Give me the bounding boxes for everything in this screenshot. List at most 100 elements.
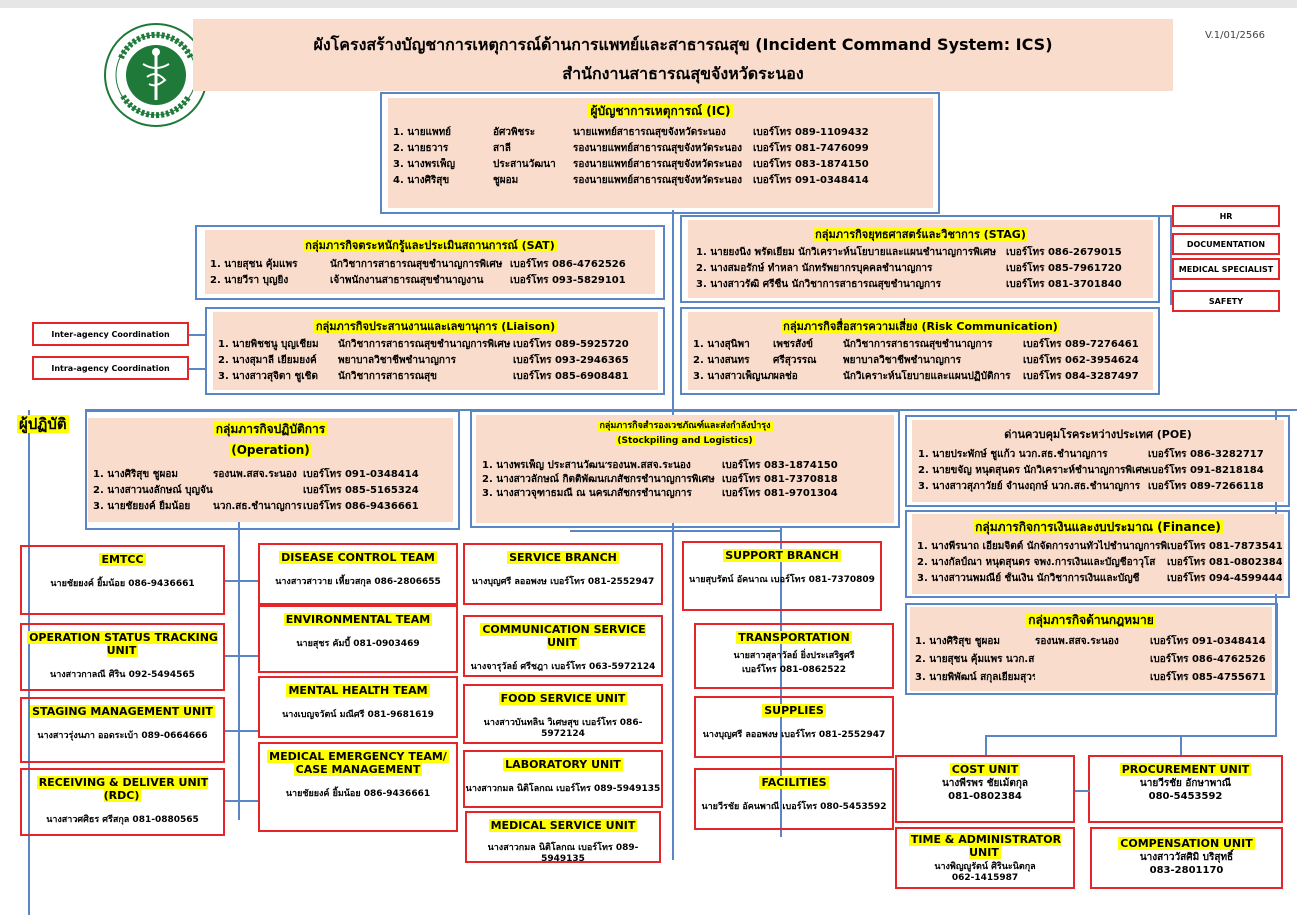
cost-procurement-connector [1075,790,1090,792]
member-row: 1. นายประพักษ์ ชูแก้ว นวก.สธ.ชำนาญการเบอ… [918,448,1278,461]
member-cell: 3. นางสาวสุภาวัยย์ จำนงฤกษ์ นวก.สธ.ชำนาญ… [918,481,1141,492]
liaison-frame [205,307,665,395]
operation-title: กลุ่มภารกิจปฏิบัติการ [213,422,328,436]
unit-support-branch: SUPPORT BRANCH นายสุบรัตน์ อัคนาณ เบอร์โ… [682,541,882,611]
op-connector [238,520,240,820]
unit-transportation: TRANSPORTATION นายสาวสุลาวัลย์ ยิ่งประเส… [694,623,894,689]
member-cell: 3. นางพรเพ็ญ [393,159,456,170]
member-row: 4. นางศิริสุขชูผอมรองนายแพทย์สาธารณสุขจั… [393,174,883,187]
member-cell: เบอร์โทร 091-0348414 [753,175,869,186]
member-row: 1. นายพิชชนู บุญเชียมนักวิชาการสาธารณสุข… [218,338,653,351]
stag-box: กลุ่มภารกิจยุทธศาสตร์และวิชาการ (STAG) 1… [688,220,1153,298]
unit-compensation: COMPENSATION UNIT นางสาววัสศิมิ บริสุทธิ… [1090,827,1283,889]
stag-title: กลุ่มภารกิจยุทธศาสตร์และวิชาการ (STAG) [813,228,1028,241]
member-row: 2. นายธวารสาลีรองนายแพทย์สาธารณสุขจังหวั… [393,142,883,155]
member-row: 1. นางสุนิพาเพชรสังข์นักวิชาการสาธารณสุข… [693,338,1153,351]
title-band [193,19,1173,91]
member-cell: เบอร์โทร 091-8218184 [1148,465,1264,476]
member-row: 2. นายขจัญ หนุดสุนดร นักวิเคราะห์ชำนาญกา… [918,464,1278,477]
member-row: 2. นางสาวนงลักษณ์ บุญจันทร์ นักวิเคราะห์… [93,484,423,497]
member-cell: เบอร์โทร 089-7266118 [1148,481,1264,492]
finance-title: กลุ่มภารกิจการเงินและงบประมาณ (Finance) [973,520,1223,534]
emtcc-connector [225,580,260,582]
member-cell: เบอร์โทร 062-3954624 [1023,355,1139,366]
unit-rdc: RECEIVING & DELIVER UNIT (RDC) นางสาวศศิ… [20,768,225,836]
side-hr: HR [1172,205,1280,227]
member-row: 2. นางสุมาลี เยี่ยมยงค์พยาบาลวิชาชีพชำนา… [218,354,653,367]
member-cell: เบอร์โทร 085-5165324 [303,485,419,496]
member-cell: เบอร์โทร 083-1874150 [722,460,838,471]
ic-box: ผู้บัญชาการเหตุการณ์ (IC) 1. นายแพทย์อัศ… [388,98,933,208]
operation-frame [85,410,460,530]
operation-box: กลุ่มภารกิจปฏิบัติการ (Operation) 1. นาง… [88,418,453,522]
member-cell: เบอร์โทร 085-4755671 [1150,672,1266,683]
member-row: 3. นางสาวสุจิตา ชูเชิดนักวิชาการสาธารณสุ… [218,370,653,383]
finance-frame [905,510,1290,598]
member-cell: เบอร์โทร 084-3287497 [1023,371,1139,382]
rdc-connector [225,800,260,802]
unit-environmental: ENVIRONMENTAL TEAM นายสุชร คัมบี้ 081-09… [258,605,458,673]
member-cell: รองนพ.สสจ.ระนอง [1035,636,1119,647]
member-cell: 2. นางสมอรักษ์ ทำหลา นักทรัพยากรบุคคลชำน… [696,263,933,274]
member-row: 1. นางศิริสุข ชูผอมรองนพ.สสจ.ระนองเบอร์โ… [915,635,1270,648]
member-cell: สาลี [493,143,511,154]
risk-frame [680,307,1160,395]
member-cell: นักวิชาการสาธารณสุขชำนาญการพิเศษ [338,339,511,350]
member-row: 3. นางสาวจุฑาธมณี ณ นครเภสัชกรชำนาญการเบ… [482,487,852,500]
main-connector [672,210,674,860]
member-cell: เภสัชกรชำนาญการพิเศษ [607,474,715,485]
liaison-title: กลุ่มภารกิจประสานงานและเลขานุการ (Liaiso… [313,320,558,333]
logistics-frame [470,410,900,528]
member-cell: 2. นายสุชน คุ้มแพร นวก.สธ.ชำนาญการพิเศษ [915,654,1035,665]
member-row: 3. นายชัยยงค์ ยิ้มน้อยนวก.สธ.ชำนาญการเบอ… [93,500,423,513]
sat-box: กลุ่มภารกิจตระหนักรู้และประเมินสถานการณ์… [205,230,655,294]
member-cell: เภสัชกรชำนาญการ [607,488,692,499]
logistics-subtitle: (Stockpiling and Logistics) [615,436,755,446]
member-row: 2. นางสาวลักษณ์ กิตติพัฒนการเภสัชกรชำนาญ… [482,473,852,486]
member-cell: 2. นายวีรา บุญยิ่ง [210,275,289,286]
side-intra-agency: Intra-agency Coordination [32,356,189,380]
poe-frame [905,415,1290,507]
member-cell: เบอร์โทร 085-6908481 [513,371,629,382]
member-cell: เบอร์โทร 081-9701304 [722,488,838,499]
member-cell: นายแพทย์สาธารณสุขจังหวัดระนอง [573,127,726,138]
member-cell: เบอร์โทร 089-5925720 [513,339,629,350]
unit-emtcc: EMTCC นายชัยยงค์ ยิ้มน้อย 086-9436661 [20,545,225,615]
member-cell: รองนพ.สสจ.ระนอง [213,469,297,480]
member-cell [213,484,303,497]
legal-title: กลุ่มภารกิจด้านกฎหมาย [1026,613,1156,627]
member-cell: รองนายแพทย์สาธารณสุขจังหวัดระนอง [573,159,742,170]
member-cell: เบอร์โทร 081-0802384 [1167,557,1282,568]
poe-title: ด่านควบคุมโรคระหว่างประเทศ (POE) [1004,428,1192,441]
member-cell: 2. นางสาวลักษณ์ กิตติพัฒนการ [482,474,607,485]
member-row: 2. นางกัลป์ณา หนุดสุนดร จพง.การเงินและบั… [917,556,1282,569]
member-cell: นักวิเคราะห์นโยบายและแผนปฏิบัติการ [843,371,1011,382]
member-cell: 1. นายยงนิ่ง พรัดเยี่ยม นักวิเคราะห์นโยบ… [696,247,997,258]
unit-mental-health: MENTAL HEALTH TEAM นางเบญจวัตน์ มณีศรี 0… [258,676,458,738]
unit-time-admin: TIME & ADMINISTRATOR UNIT นางพิญญูรัตน์ … [895,827,1075,889]
member-cell: อัศวพิชระ [493,127,536,138]
unit-laboratory: LABORATORY UNIT นางสาวกมล นิติโลกณ เบอร์… [463,750,663,808]
unit-disease-control: DISEASE CONTROL TEAM นางสาวสาวาย เหี้ยวส… [258,543,458,605]
unit-procurement: PROCUREMENT UNIT นายวีรชัย อักษาพาณี 080… [1088,755,1283,823]
finance-unit-connector [985,735,1277,737]
member-cell: เบอร์โทร 086-4762526 [1150,654,1266,665]
unit-communication-service: COMMUNICATION SERVICE UNIT นางจารุวัลย์ … [463,615,663,677]
member-row: 1. นายสุชน คุ้มแพรนักวิชาการสาธารณสุขชำน… [210,258,650,271]
member-cell: ชูผอม [493,175,519,186]
ic-frame [380,92,940,214]
inter-connector [189,334,205,336]
ic-title: ผู้บัญชาการเหตุการณ์ (IC) [588,104,733,118]
member-cell: เบอร์โทร 093-2946365 [513,355,629,366]
member-row: 2. นายวีรา บุญยิ่งเจ้าพนักงานสาธารณสุขชำ… [210,274,650,287]
member-cell: เบอร์โทร 086-9436661 [303,501,419,512]
member-cell: เบอร์โทร 086-4762526 [510,259,626,270]
member-cell: 3. นางสาวสุจิตา ชูเชิด [218,371,318,382]
member-cell: 3. นางสาวนพมณีย์ ชั้นเงิน นักวิชาการเงิน… [917,573,1140,584]
member-cell: พยาบาลวิชาชีพชำนาญการ [843,355,961,366]
finance-box: กลุ่มภารกิจการเงินและงบประมาณ (Finance) … [912,514,1284,594]
side-inter-agency: Inter-agency Coordination [32,322,189,346]
member-cell: นักวิชาการสาธารณสุขชำนาญการพิเศษ [330,259,503,270]
member-row: 1. นายแพทย์อัศวพิชระนายแพทย์สาธารณสุขจัง… [393,126,883,139]
member-cell: 2. นางสาวนงลักษณ์ บุญจันทร์ นักวิเคราะห์… [93,485,213,496]
